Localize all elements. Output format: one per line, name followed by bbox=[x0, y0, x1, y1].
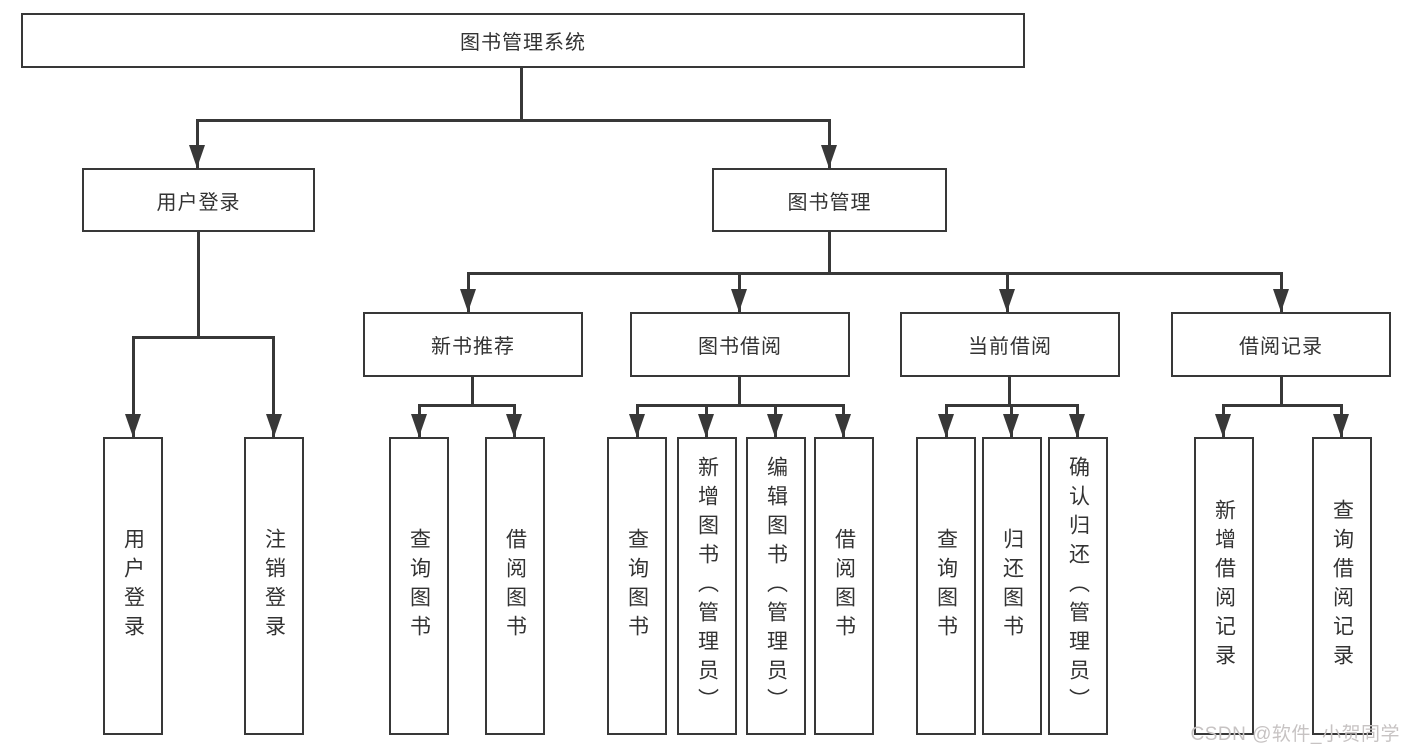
connector-line bbox=[636, 404, 845, 407]
connector-line bbox=[1222, 404, 1343, 407]
leaf-edit-books-admin-label: 编辑图书（管理员） bbox=[764, 455, 788, 717]
node-book-management: 图书管理 bbox=[712, 168, 947, 232]
node-current-borrowing-label: 当前借阅 bbox=[968, 336, 1052, 358]
node-borrowing-records-label: 借阅记录 bbox=[1239, 336, 1323, 358]
node-root-label: 图书管理系统 bbox=[460, 32, 586, 54]
connector-line bbox=[272, 336, 275, 437]
leaf-add-borrow-record-label: 新增借阅记录 bbox=[1212, 499, 1236, 673]
arrow-down-icon bbox=[1003, 414, 1019, 437]
arrow-down-icon bbox=[189, 145, 205, 168]
arrow-down-icon bbox=[1215, 414, 1231, 437]
arrow-down-icon bbox=[767, 414, 783, 437]
connector-line bbox=[828, 232, 831, 274]
connector-line bbox=[132, 336, 275, 339]
connector-line bbox=[197, 232, 200, 336]
leaf-query-books-current-label: 查询图书 bbox=[934, 528, 958, 644]
csdn-watermark: CSDN @软件_小贺同学 bbox=[1190, 724, 1400, 745]
arrow-down-icon bbox=[1069, 414, 1085, 437]
leaf-user-login-label: 用户登录 bbox=[121, 528, 145, 644]
node-current-borrowing: 当前借阅 bbox=[900, 312, 1120, 377]
leaf-confirm-return-admin: 确认归还（管理员） bbox=[1048, 437, 1108, 735]
leaf-query-borrow-record-label: 查询借阅记录 bbox=[1330, 499, 1354, 673]
connector-line bbox=[738, 377, 741, 407]
connector-line bbox=[471, 377, 474, 407]
leaf-borrow-books-label: 借阅图书 bbox=[832, 528, 856, 644]
leaf-return-books-label: 归还图书 bbox=[1000, 528, 1024, 644]
arrow-down-icon bbox=[411, 414, 427, 437]
leaf-query-books-borrowing: 查询图书 bbox=[607, 437, 667, 735]
arrow-down-icon bbox=[1333, 414, 1349, 437]
leaf-add-books-admin: 新增图书（管理员） bbox=[677, 437, 737, 735]
leaf-borrow-books: 借阅图书 bbox=[814, 437, 874, 735]
arrow-down-icon bbox=[698, 414, 714, 437]
leaf-add-books-admin-label: 新增图书（管理员） bbox=[695, 455, 719, 717]
arrow-down-icon bbox=[629, 414, 645, 437]
node-new-book-recommend-label: 新书推荐 bbox=[431, 336, 515, 358]
node-new-book-recommend: 新书推荐 bbox=[363, 312, 583, 377]
connector-line bbox=[196, 119, 831, 122]
node-user-login-label: 用户登录 bbox=[156, 191, 241, 214]
arrow-down-icon bbox=[506, 414, 522, 437]
arrow-down-icon bbox=[731, 289, 747, 312]
node-book-borrowing: 图书借阅 bbox=[630, 312, 850, 377]
connector-line bbox=[1008, 377, 1011, 407]
connector-line bbox=[132, 336, 135, 437]
leaf-edit-books-admin: 编辑图书（管理员） bbox=[746, 437, 806, 735]
node-root: 图书管理系统 bbox=[21, 13, 1025, 68]
arrow-down-icon bbox=[266, 414, 282, 437]
connector-line bbox=[418, 404, 516, 407]
arrow-down-icon bbox=[821, 145, 837, 168]
node-book-management-label: 图书管理 bbox=[787, 191, 872, 214]
connector-line bbox=[196, 119, 199, 168]
leaf-logout-label: 注销登录 bbox=[262, 528, 286, 644]
leaf-return-books: 归还图书 bbox=[982, 437, 1042, 735]
arrow-down-icon bbox=[938, 414, 954, 437]
leaf-query-books-recommend: 查询图书 bbox=[389, 437, 449, 735]
connector-line bbox=[1280, 377, 1283, 407]
arrow-down-icon bbox=[1273, 289, 1289, 312]
node-borrowing-records: 借阅记录 bbox=[1171, 312, 1391, 377]
leaf-add-borrow-record: 新增借阅记录 bbox=[1194, 437, 1254, 735]
arrow-down-icon bbox=[125, 414, 141, 437]
leaf-user-login: 用户登录 bbox=[103, 437, 163, 735]
node-book-borrowing-label: 图书借阅 bbox=[698, 336, 782, 358]
arrow-down-icon bbox=[835, 414, 851, 437]
leaf-query-books-borrowing-label: 查询图书 bbox=[625, 528, 649, 644]
leaf-borrow-books-recommend: 借阅图书 bbox=[485, 437, 545, 735]
leaf-query-books-recommend-label: 查询图书 bbox=[407, 528, 431, 644]
arrow-down-icon bbox=[460, 289, 476, 312]
connector-line bbox=[520, 66, 523, 119]
leaf-borrow-books-recommend-label: 借阅图书 bbox=[503, 528, 527, 644]
node-user-login: 用户登录 bbox=[82, 168, 315, 232]
connector-line bbox=[828, 119, 831, 168]
arrow-down-icon bbox=[999, 289, 1015, 312]
leaf-confirm-return-admin-label: 确认归还（管理员） bbox=[1066, 455, 1090, 717]
connector-line bbox=[467, 272, 1283, 275]
leaf-query-books-current: 查询图书 bbox=[916, 437, 976, 735]
leaf-query-borrow-record: 查询借阅记录 bbox=[1312, 437, 1372, 735]
leaf-logout: 注销登录 bbox=[244, 437, 304, 735]
